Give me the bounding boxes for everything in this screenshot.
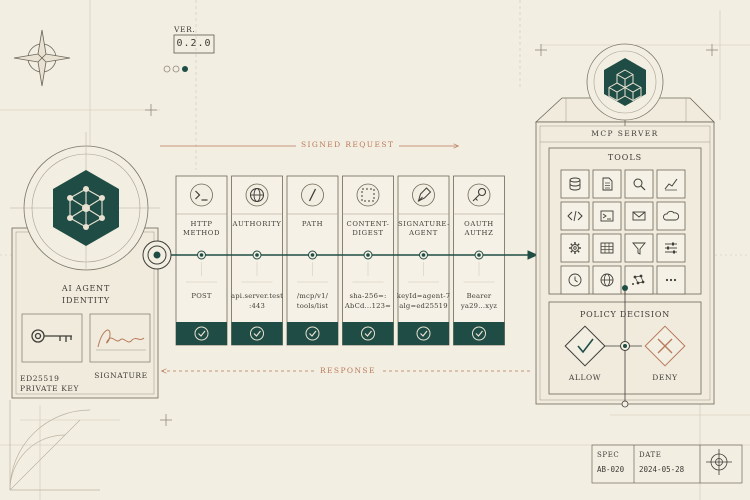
- component-value: POST: [191, 292, 212, 300]
- component-value: Bearer ya29...xyz: [460, 292, 498, 310]
- date-label: DATE: [639, 451, 662, 459]
- version-label: VER.: [174, 25, 196, 34]
- clock-icon: [560, 265, 590, 295]
- signature-components: [175, 175, 505, 346]
- spec-date-box: [591, 444, 743, 484]
- verified-check-icon: [361, 326, 375, 341]
- component-name: CONTENT-DIGEST: [346, 220, 390, 238]
- tools-grid: [560, 169, 686, 295]
- component-card: [397, 175, 450, 346]
- agent-identity-title: AI AGENT IDENTITY: [61, 284, 111, 305]
- flow-node: [419, 250, 428, 260]
- gear-icon: [560, 233, 590, 263]
- compass-rose-icon: [13, 29, 71, 87]
- line-chart-icon: [656, 169, 686, 199]
- verified-check-icon: [305, 326, 320, 341]
- agent-identity-icon: [53, 170, 119, 246]
- agent-connector-node: [142, 240, 172, 270]
- globe-icon: [245, 183, 269, 207]
- signed-request-label: SIGNED REQUEST: [296, 140, 400, 149]
- version-value: 0.2.0: [176, 38, 212, 49]
- private-key-label: ED25519 PRIVATE KEY: [20, 374, 80, 394]
- response-label: RESPONSE: [315, 366, 381, 375]
- spec-label: SPEC: [597, 451, 620, 459]
- component-name: OAUTH AUTHZ: [464, 220, 494, 238]
- date-value: 2024-05-28: [639, 465, 685, 474]
- component-value: api.server.test :443: [231, 292, 283, 310]
- policy-decision-flow: [604, 285, 642, 408]
- spec-value: AB-020: [597, 465, 625, 474]
- signature-scribble-icon: [96, 329, 146, 351]
- crosshair-marks: [145, 44, 718, 426]
- component-value: keyId=agent-7 alg=ed25519: [396, 292, 451, 310]
- verified-check-icon: [416, 326, 431, 341]
- document-icon: [592, 169, 622, 199]
- flow-node: [252, 250, 262, 260]
- flow-node: [308, 250, 317, 260]
- component-name: PATH: [301, 220, 324, 228]
- code-icon: [560, 201, 590, 231]
- filter-icon: [624, 233, 654, 263]
- terminal-icon: [592, 201, 622, 231]
- mcp-server-panel: [534, 43, 715, 405]
- flow-node: [197, 250, 206, 260]
- allow-label: ALLOW: [568, 373, 602, 382]
- flow-line-nodes: [197, 250, 484, 260]
- pen-nib-icon: [412, 183, 435, 207]
- version-dots: [163, 65, 188, 73]
- mcp-server-cubes-icon: [604, 58, 646, 106]
- deny-label: DENY: [652, 373, 678, 382]
- signature-label: SIGNATURE: [94, 371, 148, 380]
- database-icon: [560, 169, 590, 199]
- verified-check-icon: [472, 326, 486, 341]
- component-value: sha-256=: AbCd...123=: [344, 292, 392, 310]
- policy-decision-title: POLICY DECISION: [579, 310, 671, 319]
- private-key-icon: [31, 329, 72, 343]
- globe-icon: [592, 265, 622, 295]
- component-name: AUTHORITY: [232, 220, 282, 228]
- corner-quadrant-sketch: [9, 400, 100, 491]
- graph-icon: [624, 265, 654, 295]
- version-box: [173, 34, 215, 54]
- key-icon: [467, 183, 491, 207]
- component-name: SIGNATURE-AGENT: [398, 220, 451, 238]
- component-name: HTTP METHOD: [182, 220, 220, 238]
- mail-icon: [624, 201, 654, 231]
- sliders-icon: [656, 233, 686, 263]
- verified-check-icon: [250, 326, 264, 341]
- component-value: /mcp/v1/ tools/list: [296, 292, 329, 310]
- more-icon: [656, 265, 686, 295]
- verified-check-icon: [194, 326, 209, 341]
- cloud-icon: [656, 201, 686, 231]
- tools-title: TOOLS: [607, 153, 643, 162]
- flow-node: [363, 250, 373, 260]
- target-icon: [706, 449, 732, 475]
- allow-diamond-icon: [564, 325, 606, 367]
- table-icon: [592, 233, 622, 263]
- terminal-icon: [190, 183, 213, 207]
- mcp-server-title: MCP SERVER: [591, 129, 659, 138]
- search-icon: [624, 169, 654, 199]
- dashed-square-icon: [356, 183, 380, 207]
- flow-node: [474, 250, 484, 260]
- deny-diamond-icon: [644, 325, 686, 367]
- slash-icon: [301, 183, 324, 207]
